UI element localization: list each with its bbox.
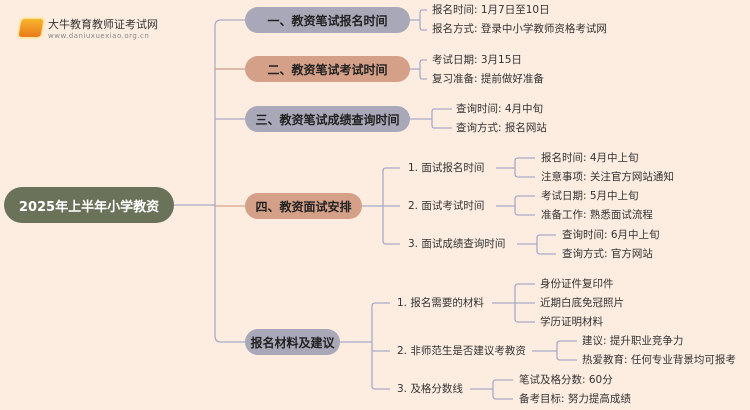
logo-url: www.daniuxuexiao.org.cn [48,32,150,40]
leaf[interactable]: 考试日期: 5月中上旬 [541,190,639,202]
site-logo[interactable]: 大牛教育教师证考试网 www.daniuxuexiao.org.cn [18,16,158,40]
leaf[interactable]: 查询方式: 报名网站 [456,122,547,134]
leaf[interactable]: 报名方式: 登录中小学教师资格考试网 [432,23,607,35]
leaf[interactable]: 考试日期: 3月15日 [432,54,522,66]
leaf[interactable]: 近期白底免冠照片 [540,297,624,309]
root-node[interactable]: 2025年上半年小学教资 [4,187,174,223]
leaf[interactable]: 热爱教育: 任何专业背景均可报考 [582,354,736,366]
sub-node[interactable]: 1. 报名需要的材料 [397,297,484,309]
branch-node-interview[interactable]: 四、教资面试安排 [245,193,362,219]
branch-node-written-exam[interactable]: 二、教资笔试考试时间 [245,56,410,82]
sub-node[interactable]: 2. 面试考试时间 [408,200,485,212]
sub-node[interactable]: 1. 面试报名时间 [408,162,485,174]
leaf[interactable]: 查询时间: 4月中旬 [456,103,544,115]
leaf[interactable]: 准备工作: 熟悉面试流程 [541,209,653,221]
leaf[interactable]: 身份证件复印件 [540,278,614,290]
leaf[interactable]: 建议: 提升职业竞争力 [582,335,684,347]
sub-node[interactable]: 3. 及格分数线 [397,383,463,395]
leaf[interactable]: 复习准备: 提前做好准备 [432,73,544,85]
branch-node-written-results[interactable]: 三、教资笔试成绩查询时间 [245,106,410,132]
leaf[interactable]: 学历证明材料 [540,316,603,328]
book-icon [18,19,44,37]
leaf[interactable]: 报名时间: 4月中上旬 [541,152,639,164]
leaf[interactable]: 注意事项: 关注官方网站通知 [541,171,674,183]
sub-node[interactable]: 3. 面试成绩查询时间 [408,238,506,250]
sub-node[interactable]: 2. 非师范生是否建议考教资 [397,345,526,357]
leaf[interactable]: 备考目标: 努力提高成绩 [519,393,631,405]
leaf[interactable]: 查询时间: 6月中上旬 [562,229,660,241]
logo-name: 大牛教育教师证考试网 [48,18,158,31]
leaf[interactable]: 查询方式: 官方网站 [562,248,653,260]
leaf[interactable]: 笔试及格分数: 60分 [519,374,613,386]
leaf[interactable]: 报名时间: 1月7日至10日 [432,4,550,16]
branch-node-materials[interactable]: 报名材料及建议 [245,329,340,355]
branch-node-written-registration[interactable]: 一、教资笔试报名时间 [245,7,410,33]
